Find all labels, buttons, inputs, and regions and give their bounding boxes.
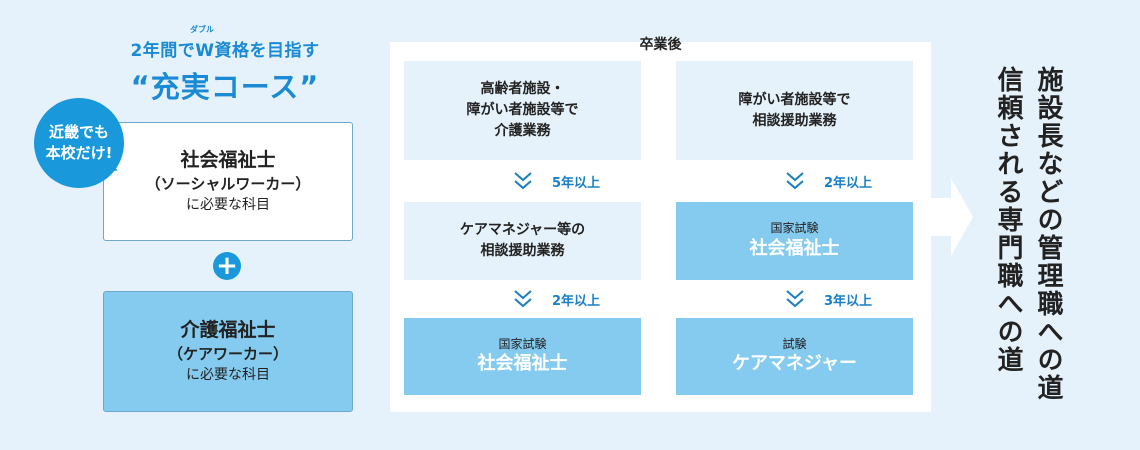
- double-chevron-down-icon: [514, 290, 532, 308]
- flow-step-consultation: ケアマネジャー等の 相談援助業務: [404, 202, 641, 280]
- connector-duration: 2年以上: [824, 175, 873, 191]
- badge-line-1: 近畿でも: [48, 123, 109, 141]
- badge: 近畿でも 本校だけ!: [34, 98, 124, 188]
- flow-step-line: 障がい者施設等で: [466, 102, 579, 118]
- double-chevron-down-icon: [514, 172, 532, 190]
- subtitle-ruby: ダブル: [190, 25, 214, 34]
- flow-exam-social-worker: 国家試験 社会福祉士: [404, 318, 641, 395]
- flow-exam-care-manager: 試験 ケアマネジャー: [676, 318, 913, 395]
- exam-category: 国家試験: [770, 221, 819, 236]
- course-title: “充実コース”: [130, 70, 320, 104]
- arrow-right-icon: [931, 178, 973, 256]
- flow-step-line: 介護業務: [494, 123, 551, 139]
- double-chevron-down-icon: [786, 290, 804, 308]
- connector-duration: 2年以上: [552, 293, 601, 309]
- qualification-card-social-worker: 社会福祉士 （ソーシャルワーカー） に必要な科目: [103, 122, 353, 241]
- flow-step-line: ケアマネジャー等の: [459, 222, 586, 238]
- plus-icon: +: [213, 252, 241, 280]
- flow-step-care-work: 高齢者施設・ 障がい者施設等で 介護業務: [404, 61, 641, 160]
- flow-label: 卒業後: [639, 37, 682, 53]
- connector-duration: 5年以上: [552, 175, 601, 191]
- exam-title: 社会福祉士: [477, 353, 568, 375]
- flow-connector: 2年以上: [512, 288, 600, 310]
- goal-management: 施設長などの管理職への道: [1033, 66, 1063, 402]
- badge-line-2: 本校だけ!: [45, 144, 113, 162]
- flow-connector: 2年以上: [784, 170, 872, 192]
- qualification-reading: （ソーシャルワーカー）: [145, 174, 311, 193]
- qualification-card-care-worker: 介護福祉士 （ケアワーカー） に必要な科目: [103, 291, 353, 412]
- qualification-reading: （ケアワーカー）: [167, 344, 288, 363]
- flow-connector: 3年以上: [784, 288, 872, 310]
- exam-category: 国家試験: [498, 336, 547, 351]
- flow-step-consultation-disability: 障がい者施設等で 相談援助業務: [676, 61, 913, 160]
- flow-step-line: 高齢者施設・: [480, 81, 565, 97]
- double-chevron-down-icon: [786, 172, 804, 190]
- flow-step-line: 障がい者施設等で: [738, 91, 851, 108]
- qualification-note: に必要な科目: [186, 366, 270, 383]
- goal-specialist: 信頼される専門職への道: [993, 66, 1023, 374]
- course-subtitle: 2年間でW資格を目指す: [130, 41, 320, 61]
- qualification-name: 介護福祉士: [180, 319, 276, 342]
- connector-duration: 3年以上: [824, 293, 873, 309]
- flow-connector: 5年以上: [512, 170, 600, 192]
- flow-step-line: 相談援助業務: [752, 112, 837, 129]
- flow-exam-social-worker: 国家試験 社会福祉士: [676, 202, 913, 280]
- qualification-note: に必要な科目: [186, 196, 270, 213]
- exam-title: ケアマネジャー: [731, 353, 858, 375]
- exam-title: 社会福祉士: [749, 237, 840, 259]
- flow-step-line: 相談援助業務: [480, 243, 565, 259]
- qualification-name: 社会福祉士: [180, 149, 276, 172]
- exam-category: 試験: [782, 336, 807, 351]
